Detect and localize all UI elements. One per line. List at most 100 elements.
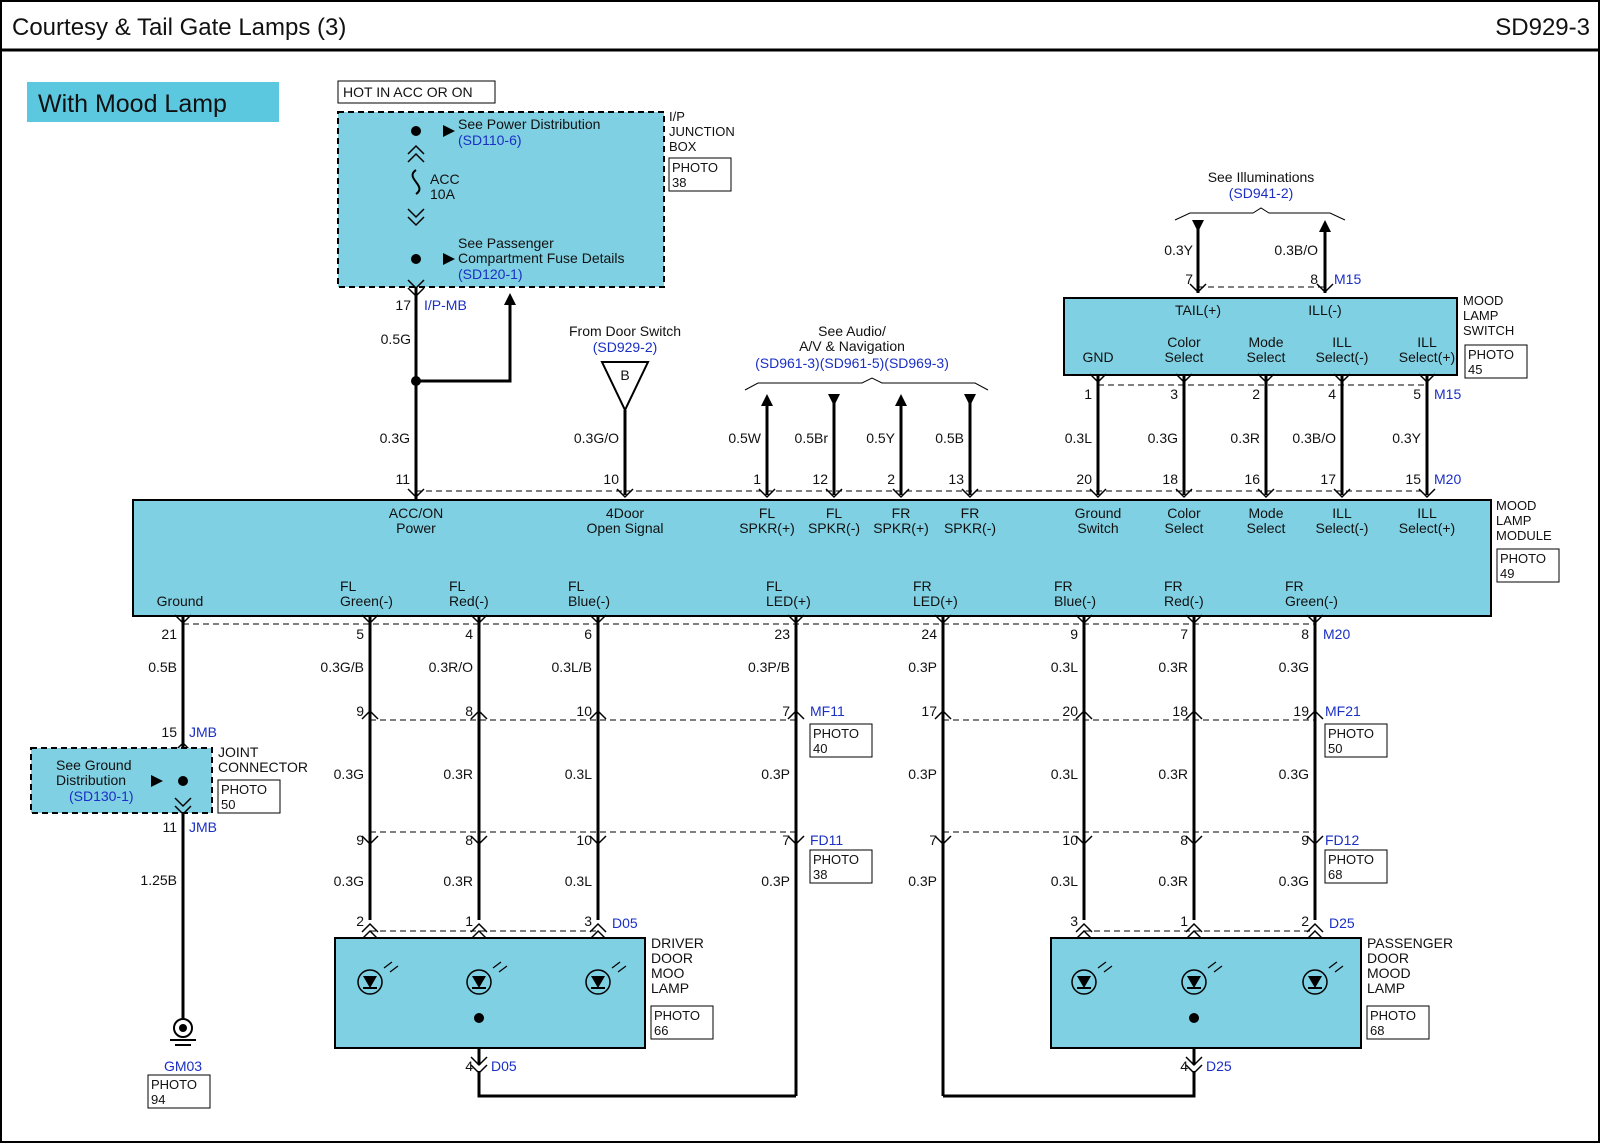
pin-number: 9 — [1070, 626, 1078, 642]
connector-id: JMB — [189, 819, 217, 835]
connector-id: FD11 — [810, 832, 843, 848]
terminal-chevron — [1333, 373, 1351, 384]
arrow-right-icon — [443, 125, 455, 137]
terminal-chevron — [1185, 1064, 1203, 1075]
light-ray-icon — [1328, 961, 1344, 973]
wire-color: 0.3Y — [1164, 242, 1193, 258]
connector-id: D05 — [612, 915, 638, 931]
photo-ref-box — [217, 779, 281, 814]
led-diode — [591, 976, 605, 988]
wire-color: 0.3Y — [1392, 430, 1421, 446]
door-switch-triangle — [600, 361, 650, 413]
pass_lamp-name: PASSENGER — [1367, 935, 1453, 951]
ground-dist-label: See Ground — [56, 757, 132, 773]
terminal-chevron — [589, 614, 607, 625]
connector-id: M20 — [1434, 471, 1461, 487]
module-terminal-label: FL — [568, 578, 585, 594]
terminal-chevron — [1306, 709, 1324, 720]
photo-ref-text: 94 — [151, 1092, 165, 1107]
connector-id: FD12 — [1325, 832, 1359, 848]
terminal-chevron — [1257, 373, 1275, 384]
pin-number: 21 — [161, 626, 177, 642]
ground-icon-dot — [179, 1024, 187, 1032]
photo-ref-text: 49 — [1500, 566, 1514, 581]
wire-color: 0.3P — [761, 766, 790, 782]
mood-lamp-switch — [1063, 297, 1458, 376]
photo-ref-text: PHOTO — [1500, 551, 1546, 566]
terminal-chevron — [1333, 488, 1351, 499]
terminal-chevron — [1075, 922, 1093, 933]
module-terminal-label: Color — [1167, 505, 1201, 521]
driver_lamp-name: DRIVER — [651, 935, 704, 951]
wire-color: 0.5Y — [866, 430, 895, 446]
switch-terminal-label: ILL(-) — [1308, 302, 1341, 318]
pin-number: 16 — [1244, 471, 1260, 487]
pin-number: 4 — [1328, 386, 1336, 402]
terminal-chevron — [1175, 373, 1193, 384]
splice-dot — [411, 376, 421, 386]
wire — [416, 303, 512, 383]
pin-number: 8 — [1180, 832, 1188, 848]
terminal-chevron — [1075, 709, 1093, 720]
pin-number: 10 — [576, 703, 592, 719]
badge-label: With Mood Lamp — [38, 90, 227, 118]
module-name: LAMP — [1496, 513, 1531, 528]
light-ray-icon — [611, 961, 627, 973]
photo-ref-text: PHOTO — [672, 160, 718, 175]
terminal-chevron — [758, 488, 776, 499]
terminal-chevron — [407, 279, 425, 290]
terminal-chevron — [892, 488, 910, 499]
terminal-chevron — [589, 929, 607, 940]
wire-color: 0.3P/B — [748, 659, 790, 675]
connector-id: D25 — [1329, 915, 1355, 931]
module-name: MODULE — [1496, 528, 1552, 543]
audio-label: See Audio/ — [818, 323, 886, 339]
illum-ref: (SD941-2) — [1229, 185, 1294, 201]
led-icon — [466, 969, 492, 995]
led-icon — [1181, 969, 1207, 995]
pin-number: 5 — [356, 626, 364, 642]
wire-color: 0.5Br — [795, 430, 829, 446]
pin-number: 24 — [921, 626, 937, 642]
terminal-chevron — [407, 208, 425, 219]
arrow-up-icon — [761, 394, 773, 406]
terminal-chevron — [470, 929, 488, 940]
mood-lamp-module — [132, 499, 1492, 617]
terminal-chevron — [407, 216, 425, 227]
pin-number: 10 — [603, 471, 619, 487]
photo-ref-text: 66 — [654, 1023, 668, 1038]
pin-number: 9 — [356, 703, 364, 719]
arrow-up-icon — [1319, 220, 1331, 232]
pin-number: 12 — [812, 471, 828, 487]
terminal-chevron — [1075, 835, 1093, 846]
module-terminal-label: SPKR(+) — [739, 520, 795, 536]
connector-id: M15 — [1334, 271, 1361, 287]
photo-ref-text: 68 — [1328, 867, 1342, 882]
photo-ref-text: PHOTO — [1328, 726, 1374, 741]
module-terminal-label: Green(-) — [1285, 593, 1338, 609]
pin-number: 20 — [1062, 703, 1078, 719]
module-terminal-label: FR — [1054, 578, 1073, 594]
terminal-chevron — [934, 709, 952, 720]
pin-number: 8 — [1301, 626, 1309, 642]
module-terminal-label: SPKR(+) — [873, 520, 929, 536]
module-terminal-label: SPKR(-) — [808, 520, 860, 536]
photo-ref-text: PHOTO — [1370, 1008, 1416, 1023]
terminal-chevron — [1089, 488, 1107, 499]
wire-color: 0.3L — [1065, 430, 1092, 446]
terminal-chevron — [1418, 373, 1436, 384]
led-icon — [357, 969, 383, 995]
terminal-chevron — [1418, 488, 1436, 499]
pin-number: 2 — [1301, 913, 1309, 929]
terminal-chevron — [1075, 614, 1093, 625]
wire-color: 0.3B/O — [1292, 430, 1336, 446]
switch-terminal-label: Select(-) — [1316, 349, 1369, 365]
module-terminal-label: Power — [396, 520, 436, 536]
pin-number: 18 — [1172, 703, 1188, 719]
photo-ref-box — [668, 157, 732, 192]
wire-color: 0.3R — [443, 766, 473, 782]
arrow-down-icon — [1192, 220, 1204, 232]
power-dist-ref: (SD110-6) — [458, 132, 522, 148]
ground-dist-label: Distribution — [56, 772, 126, 788]
terminal-chevron — [1075, 929, 1093, 940]
